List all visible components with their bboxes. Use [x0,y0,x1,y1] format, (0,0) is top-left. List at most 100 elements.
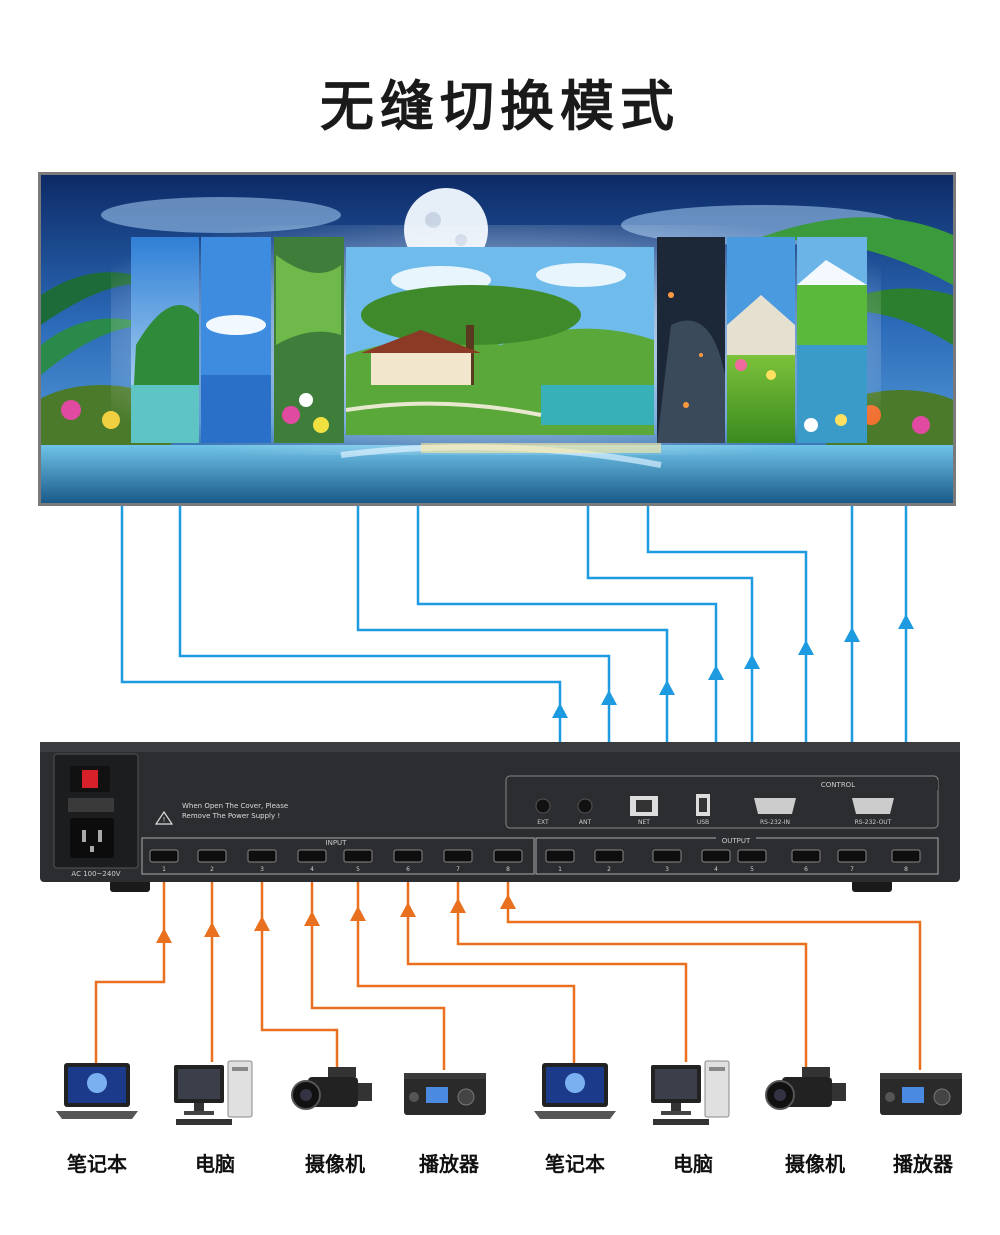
arrow-up-icon [708,665,724,680]
media-player-icon [400,1055,490,1130]
arrow-up-icon [304,911,320,926]
arrow-up-icon [844,627,860,642]
source-label: 笔记本 [67,1152,127,1176]
ant-port-icon [577,798,593,814]
arrow-up-icon [500,894,516,909]
hdmi-port-icon [791,849,821,863]
output-ports: 1 2 3 4 5 6 7 8 [545,849,921,873]
source-label: 电脑 [195,1152,235,1176]
arrow-up-icon [156,928,172,943]
input-port-number: 2 [210,866,214,873]
hdmi-port-icon [493,849,523,863]
source-label: 播放器 [893,1152,953,1176]
source-label: 摄像机 [785,1152,845,1176]
output-port-number: 8 [904,866,908,873]
input-arrows [156,894,516,943]
input-port-number: 7 [456,866,460,873]
output-port-number: 2 [607,866,611,873]
output-port-number: 6 [804,866,808,873]
power-rating: AC 100~240V [71,870,120,878]
hdmi-port-icon [701,849,731,863]
svg-text:EXT: EXT [537,819,549,826]
input-port-number: 4 [310,866,314,873]
output-port-number: 7 [850,866,854,873]
hdmi-port-icon [297,849,327,863]
laptop-icon [52,1055,142,1130]
input-port-number: 6 [406,866,410,873]
svg-text:RS-232-OUT: RS-232-OUT [855,819,892,826]
laptop-icon [530,1055,620,1130]
arrow-up-icon [552,703,568,718]
output-port-number: 5 [750,866,754,873]
input-lines [94,862,922,1070]
screen-panel-6 [727,237,795,443]
rs232-out-port-icon [852,798,894,814]
output-port-number: 3 [665,866,669,873]
desktop-computer-icon [645,1055,735,1130]
arrow-up-icon [659,680,675,695]
matrix-switcher-device: AC 100~240V ! When Open The Cover, Pleas… [40,742,960,892]
screen-panel-2 [201,237,271,443]
screen-panel-5 [657,237,725,443]
hdmi-port-icon [393,849,423,863]
source-label: 摄像机 [305,1152,365,1176]
control-label: CONTROL [821,781,855,789]
source-label: 电脑 [673,1152,713,1176]
source-label: 笔记本 [545,1152,605,1176]
screen-panel-1 [131,237,199,443]
arrow-up-icon [400,902,416,917]
output-label: OUTPUT [722,837,751,845]
hdmi-port-icon [149,849,179,863]
power-module [53,753,139,869]
media-player-icon [876,1055,966,1130]
warning-text-2: Remove The Power Supply ! [182,812,280,820]
warning-text-1: When Open The Cover, Please [182,802,288,810]
arrow-up-icon [254,916,270,931]
input-port-number: 5 [356,866,360,873]
arrow-up-icon [898,614,914,629]
svg-text:USB: USB [697,819,709,826]
input-port-number: 3 [260,866,264,873]
power-switch-icon [82,770,98,788]
output-arrows [552,614,914,718]
input-ports: 1 2 3 4 5 6 7 8 [149,849,523,873]
hdmi-port-icon [737,849,767,863]
hdmi-port-icon [247,849,277,863]
svg-text:!: ! [163,816,166,824]
arrow-up-icon [450,898,466,913]
hdmi-port-icon [837,849,867,863]
input-port-number: 8 [506,866,510,873]
svg-text:RS-232-IN: RS-232-IN [760,819,790,826]
display-wall [38,172,956,506]
video-camera-icon [288,1055,378,1130]
arrow-up-icon [798,640,814,655]
input-label: INPUT [326,839,348,847]
screen-panel-7 [797,237,867,443]
hdmi-port-icon [652,849,682,863]
hdmi-port-icon [443,849,473,863]
ext-port-icon [535,798,551,814]
arrow-up-icon [350,906,366,921]
hdmi-port-icon [545,849,575,863]
page-title: 无缝切换模式 [320,75,680,138]
video-camera-icon [762,1055,852,1130]
arrow-up-icon [204,922,220,937]
hdmi-port-icon [891,849,921,863]
hdmi-port-icon [594,849,624,863]
hdmi-port-icon [343,849,373,863]
output-port-number: 4 [714,866,718,873]
hdmi-port-icon [197,849,227,863]
source-label: 播放器 [419,1152,479,1176]
arrow-up-icon [744,654,760,669]
svg-text:ANT: ANT [579,819,592,826]
screen-panel-3 [274,237,344,443]
display-scene [41,175,953,503]
arrow-up-icon [601,690,617,705]
desktop-computer-icon [168,1055,258,1130]
rs232-in-port-icon [754,798,796,814]
screen-panel-main [345,247,654,435]
input-port-number: 1 [162,866,166,873]
output-port-number: 1 [558,866,562,873]
warning-icon [154,810,174,825]
